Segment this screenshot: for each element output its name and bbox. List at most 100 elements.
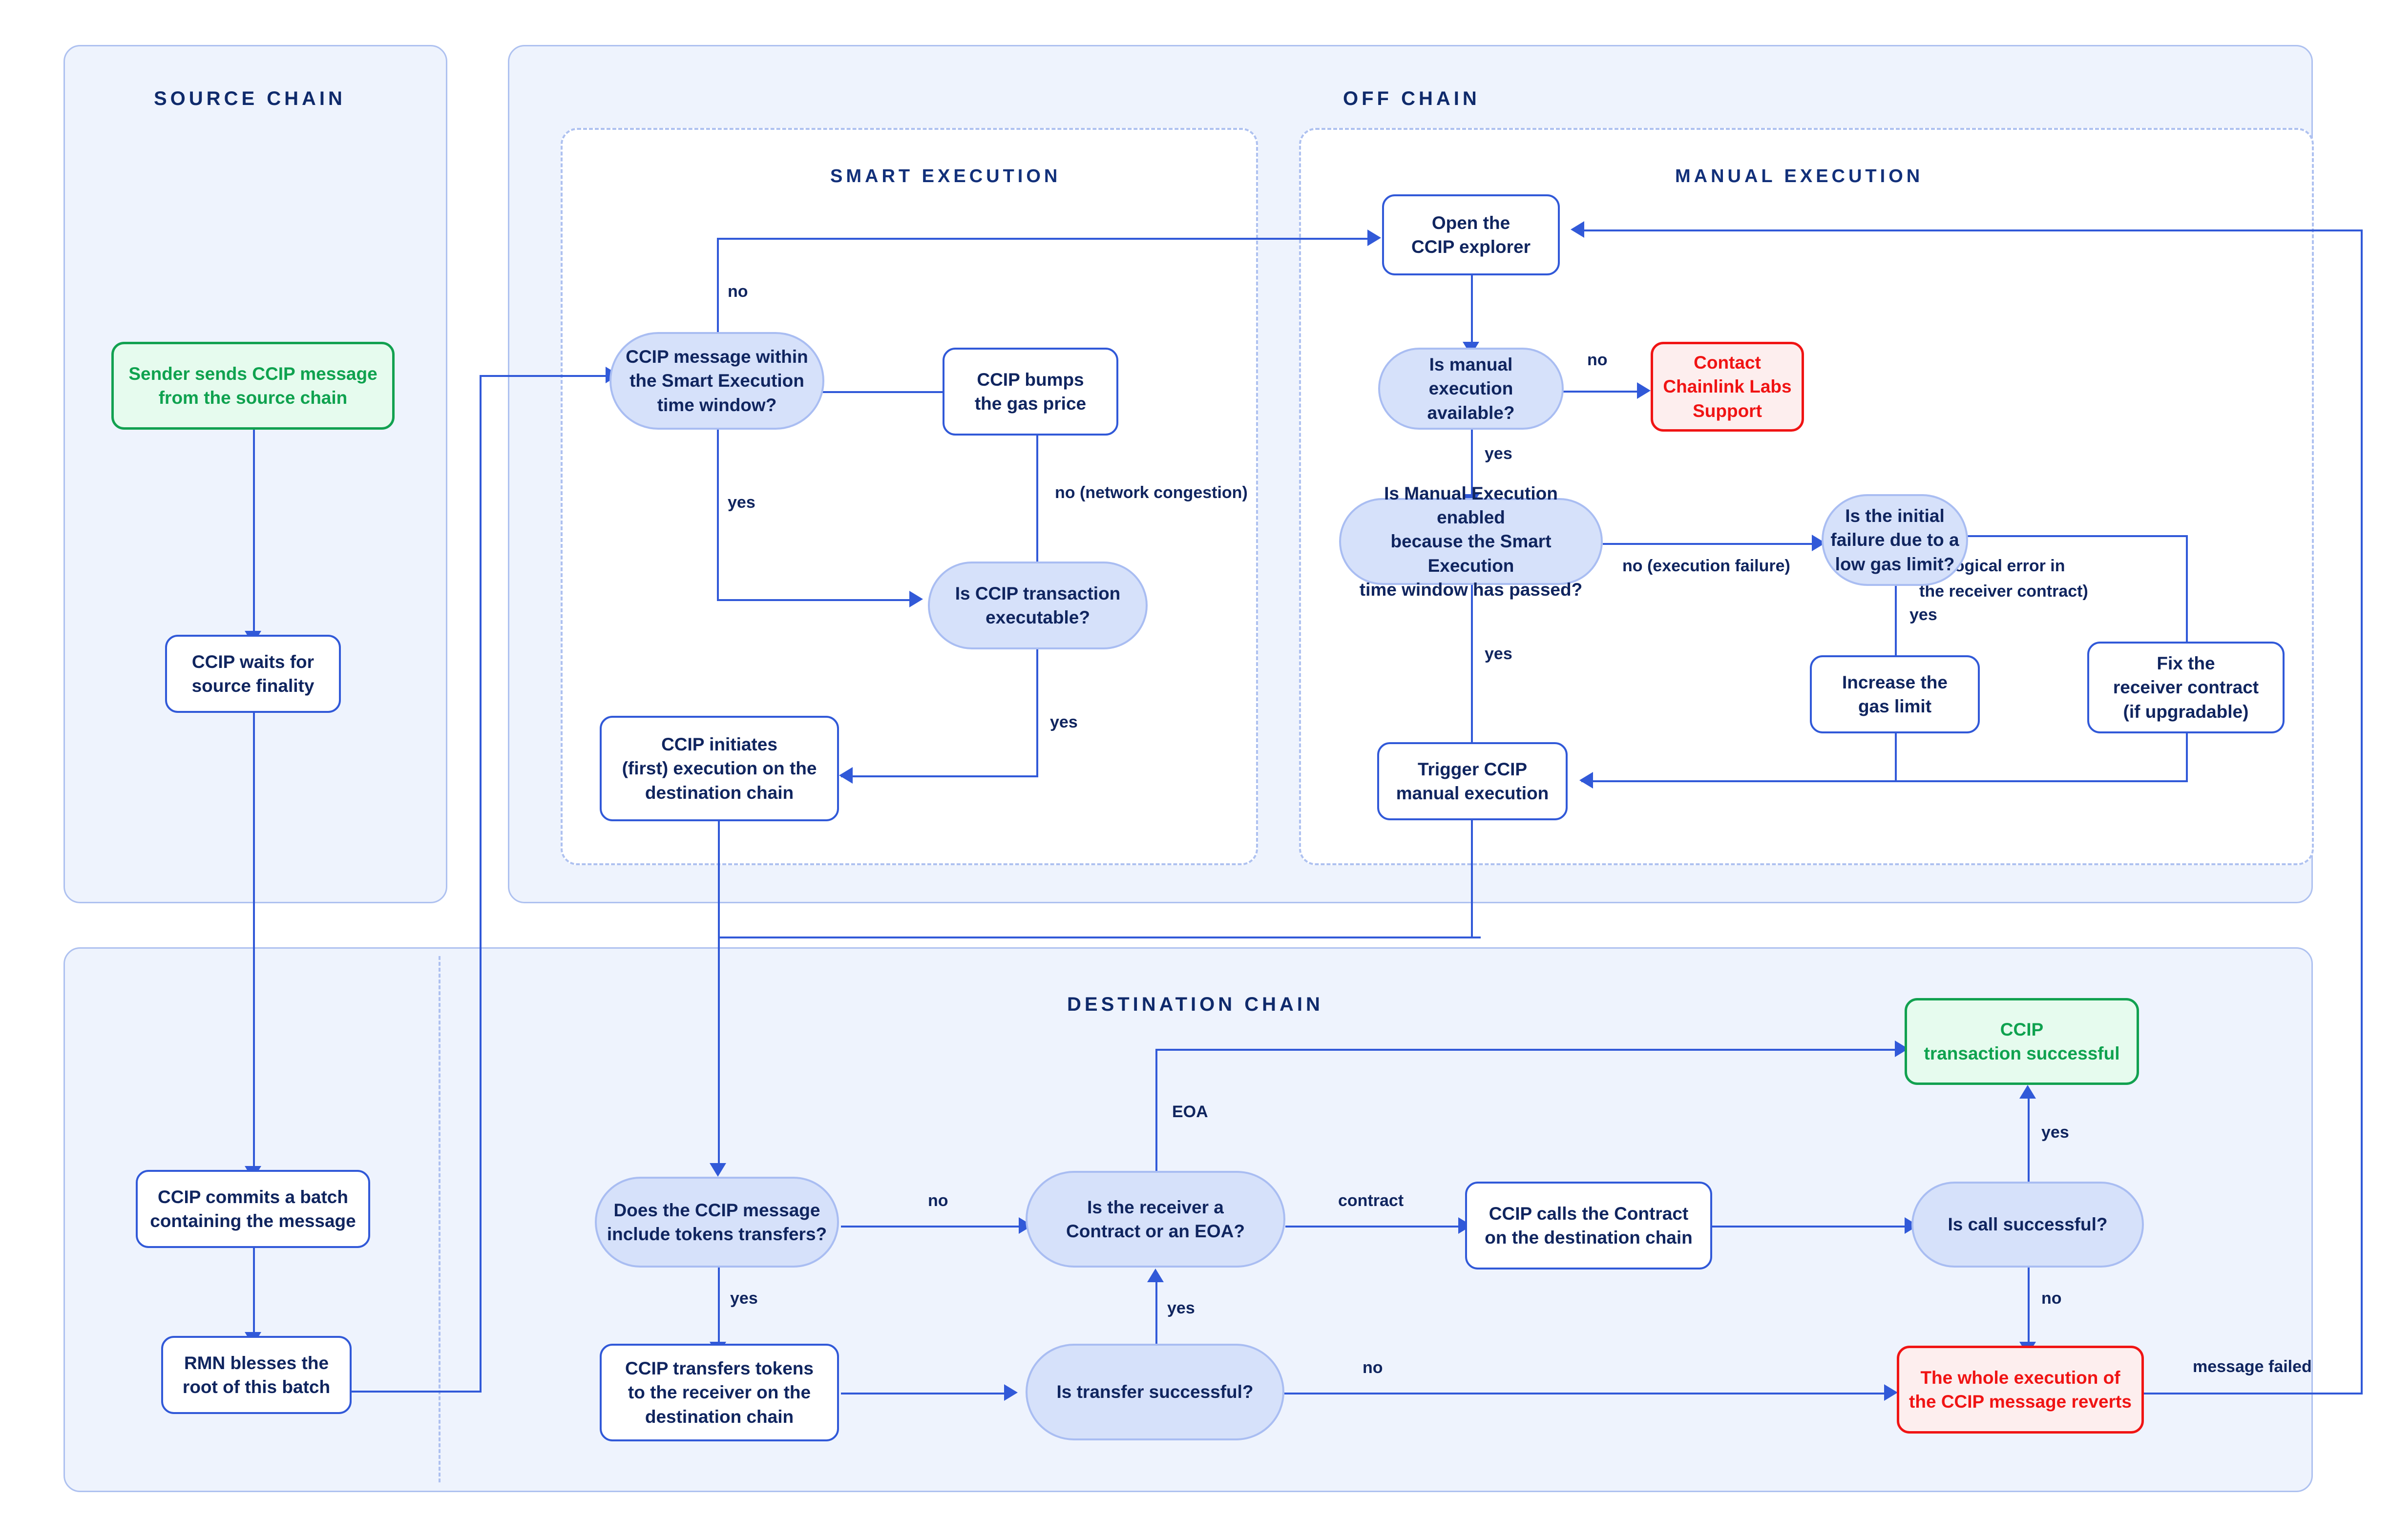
node-is-call-successful[interactable]: Is call successful? xyxy=(1911,1182,2144,1268)
edge-transfer-no xyxy=(1284,1393,1892,1394)
edge-label-manual-yes: yes xyxy=(1485,444,1512,463)
edge-transfers-to-success xyxy=(841,1393,1012,1394)
edge-window-no-up xyxy=(717,238,719,335)
edge-manual-yes-down xyxy=(1471,430,1473,498)
edge-label-contract: contract xyxy=(1338,1191,1404,1210)
sublane-title-smart-execution: SMART EXECUTION xyxy=(830,166,1061,187)
edge-increase-gas-left xyxy=(1581,780,1897,782)
edge-increase-gas-down xyxy=(1895,733,1897,782)
edge-message-failed-up xyxy=(2361,229,2363,1394)
edge-message-failed-right xyxy=(2144,1393,2363,1394)
edge-label-logical-error-2: the receiver contract) xyxy=(1919,582,2088,601)
edge-manual-no xyxy=(1548,391,1646,393)
edge-calls-to-callsuccess xyxy=(1712,1226,1913,1228)
edge-label-eoa: EOA xyxy=(1172,1103,1208,1121)
edge-transfer-yes-up xyxy=(1155,1282,1157,1360)
edge-bumps-to-window xyxy=(786,391,943,393)
edge-execution-failure xyxy=(1603,543,1823,545)
arrow-increase-gas-to-trigger xyxy=(1579,772,1593,789)
edge-logical-error-down xyxy=(2186,535,2188,650)
edge-rmn-to-window xyxy=(480,375,608,377)
edge-window-no-right xyxy=(717,238,1375,240)
edge-manual-enabled-yes xyxy=(1471,585,1473,756)
edge-message-failed-back xyxy=(1582,229,2362,231)
edge-congestion-up xyxy=(1036,435,1038,571)
node-label-transfer-success: Is transfer successful? xyxy=(1056,1382,1254,1402)
arrow-transfers-to-success xyxy=(1004,1384,1018,1401)
edge-eoa-right xyxy=(1155,1049,1904,1051)
edge-initiates-down xyxy=(718,821,720,938)
arrow-initiates-to-tokens xyxy=(710,1163,726,1177)
edge-label-call-yes: yes xyxy=(2041,1123,2069,1142)
edge-label-window-yes: yes xyxy=(728,493,755,512)
node-label-call-success: Is call successful? xyxy=(1948,1214,2108,1235)
edge-eoa-up xyxy=(1155,1049,1157,1171)
arrow-executable-yes-to-initiates xyxy=(839,767,853,784)
edge-initiates-to-tokens xyxy=(718,936,720,1166)
lane-title-source-chain: SOURCE CHAIN xyxy=(154,88,346,109)
arrow-transfer-yes-to-receiver xyxy=(1147,1269,1164,1282)
edge-label-call-no: no xyxy=(2041,1289,2062,1308)
edge-sender-to-finality xyxy=(253,430,255,635)
edge-label-window-no: no xyxy=(728,282,748,301)
edge-label-transfer-yes: yes xyxy=(1167,1299,1195,1317)
edge-executable-yes-down xyxy=(1036,649,1038,776)
edge-label-network-congestion: no (network congestion) xyxy=(1055,483,1248,502)
edge-gas-yes xyxy=(1895,586,1897,664)
edge-window-yes-right xyxy=(717,599,917,601)
lane-title-off-chain: OFF CHAIN xyxy=(1343,88,1480,109)
edge-label-executable-yes: yes xyxy=(1050,713,1078,731)
lane-source-chain xyxy=(63,45,447,903)
edge-call-yes-up xyxy=(2028,1099,2030,1183)
edge-label-manual-no: no xyxy=(1587,351,1608,369)
arrow-manual-no-to-support xyxy=(1637,382,1651,399)
edge-call-no-down xyxy=(2028,1268,2030,1346)
edge-commits-to-rmn xyxy=(253,1248,255,1336)
arrow-window-no-to-explorer xyxy=(1367,229,1381,246)
lane-title-destination-chain: DESTINATION CHAIN xyxy=(1067,994,1323,1015)
edge-finality-to-commits xyxy=(253,713,255,1170)
edge-label-message-failed: message failed xyxy=(2193,1357,2312,1376)
node-is-transfer-successful[interactable]: Is transfer successful? xyxy=(1026,1344,1284,1440)
edge-trigger-left xyxy=(718,936,1473,938)
edge-label-tokens-yes: yes xyxy=(730,1289,758,1308)
edge-contract xyxy=(1285,1226,1466,1228)
